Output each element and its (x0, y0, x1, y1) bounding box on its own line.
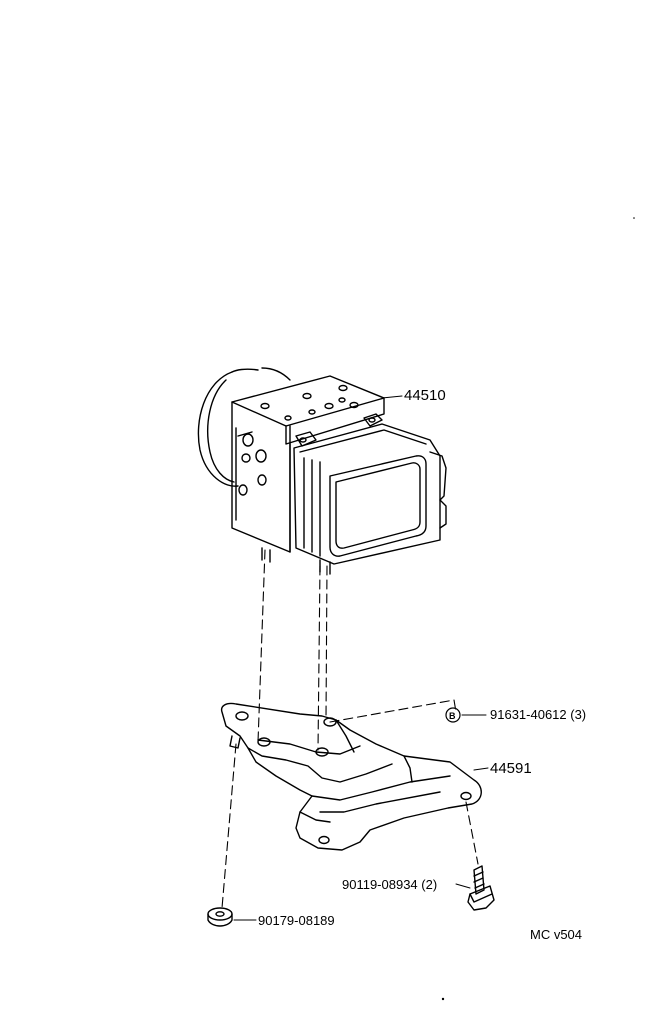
part-label-bolt-b: 91631-40612 (3) (490, 707, 587, 722)
part-label-lower-bolt: 90119-08934 (2) (342, 877, 438, 892)
nut-drawing (207, 907, 233, 927)
bolt-b-marker-letter: B (449, 711, 456, 721)
assembly-lines (221, 549, 479, 909)
leader-lines (233, 395, 489, 921)
bracket-drawing (220, 702, 482, 851)
part-label-abs-actuator: 44510 (404, 387, 446, 404)
part-label-nut: 90179-08189 (258, 913, 335, 928)
catalog-code: MC v504 (530, 927, 583, 942)
lower-bolt-drawing (467, 865, 495, 911)
part-label-bracket: 44591 (490, 760, 532, 777)
bolt-b-marker-circle (445, 707, 461, 723)
